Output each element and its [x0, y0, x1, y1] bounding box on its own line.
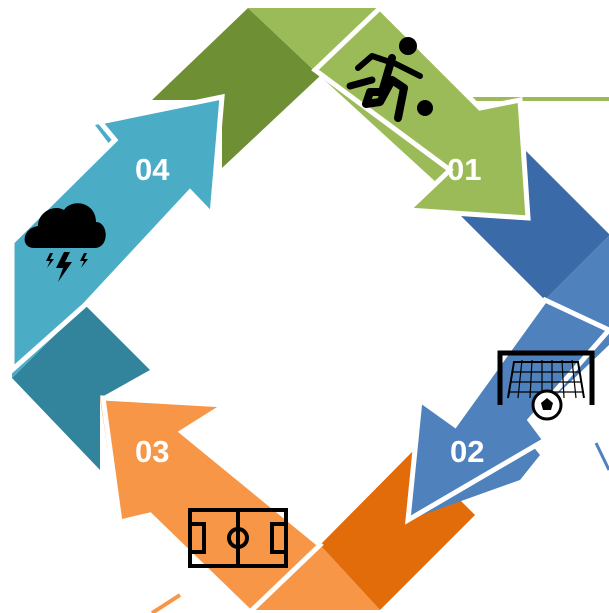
arrow-body-02-highlight [405, 296, 609, 525]
soccer-player-icon [346, 37, 433, 122]
soccer-field-icon [188, 508, 288, 568]
arrow-step-03 [100, 395, 380, 613]
step-number-03: 03 [135, 434, 169, 469]
connector-line-orange [150, 593, 182, 613]
fold-shade-04 [152, 8, 320, 168]
arrow-step-01 [248, 4, 531, 221]
thunderstorm-icon [24, 203, 106, 282]
arrow-body-04-highlight [9, 93, 225, 376]
fold-shade-03 [12, 305, 150, 470]
arrow-step-02 [405, 236, 609, 525]
step-number-02: 02 [450, 434, 484, 469]
step-number-01: 01 [447, 152, 481, 187]
step-number-04: 04 [135, 152, 170, 187]
soccer-goal-icon [497, 350, 595, 421]
arrow-body-03-highlight [100, 395, 324, 613]
arrow-step-04 [9, 93, 225, 378]
connector-line-blue [594, 442, 609, 471]
